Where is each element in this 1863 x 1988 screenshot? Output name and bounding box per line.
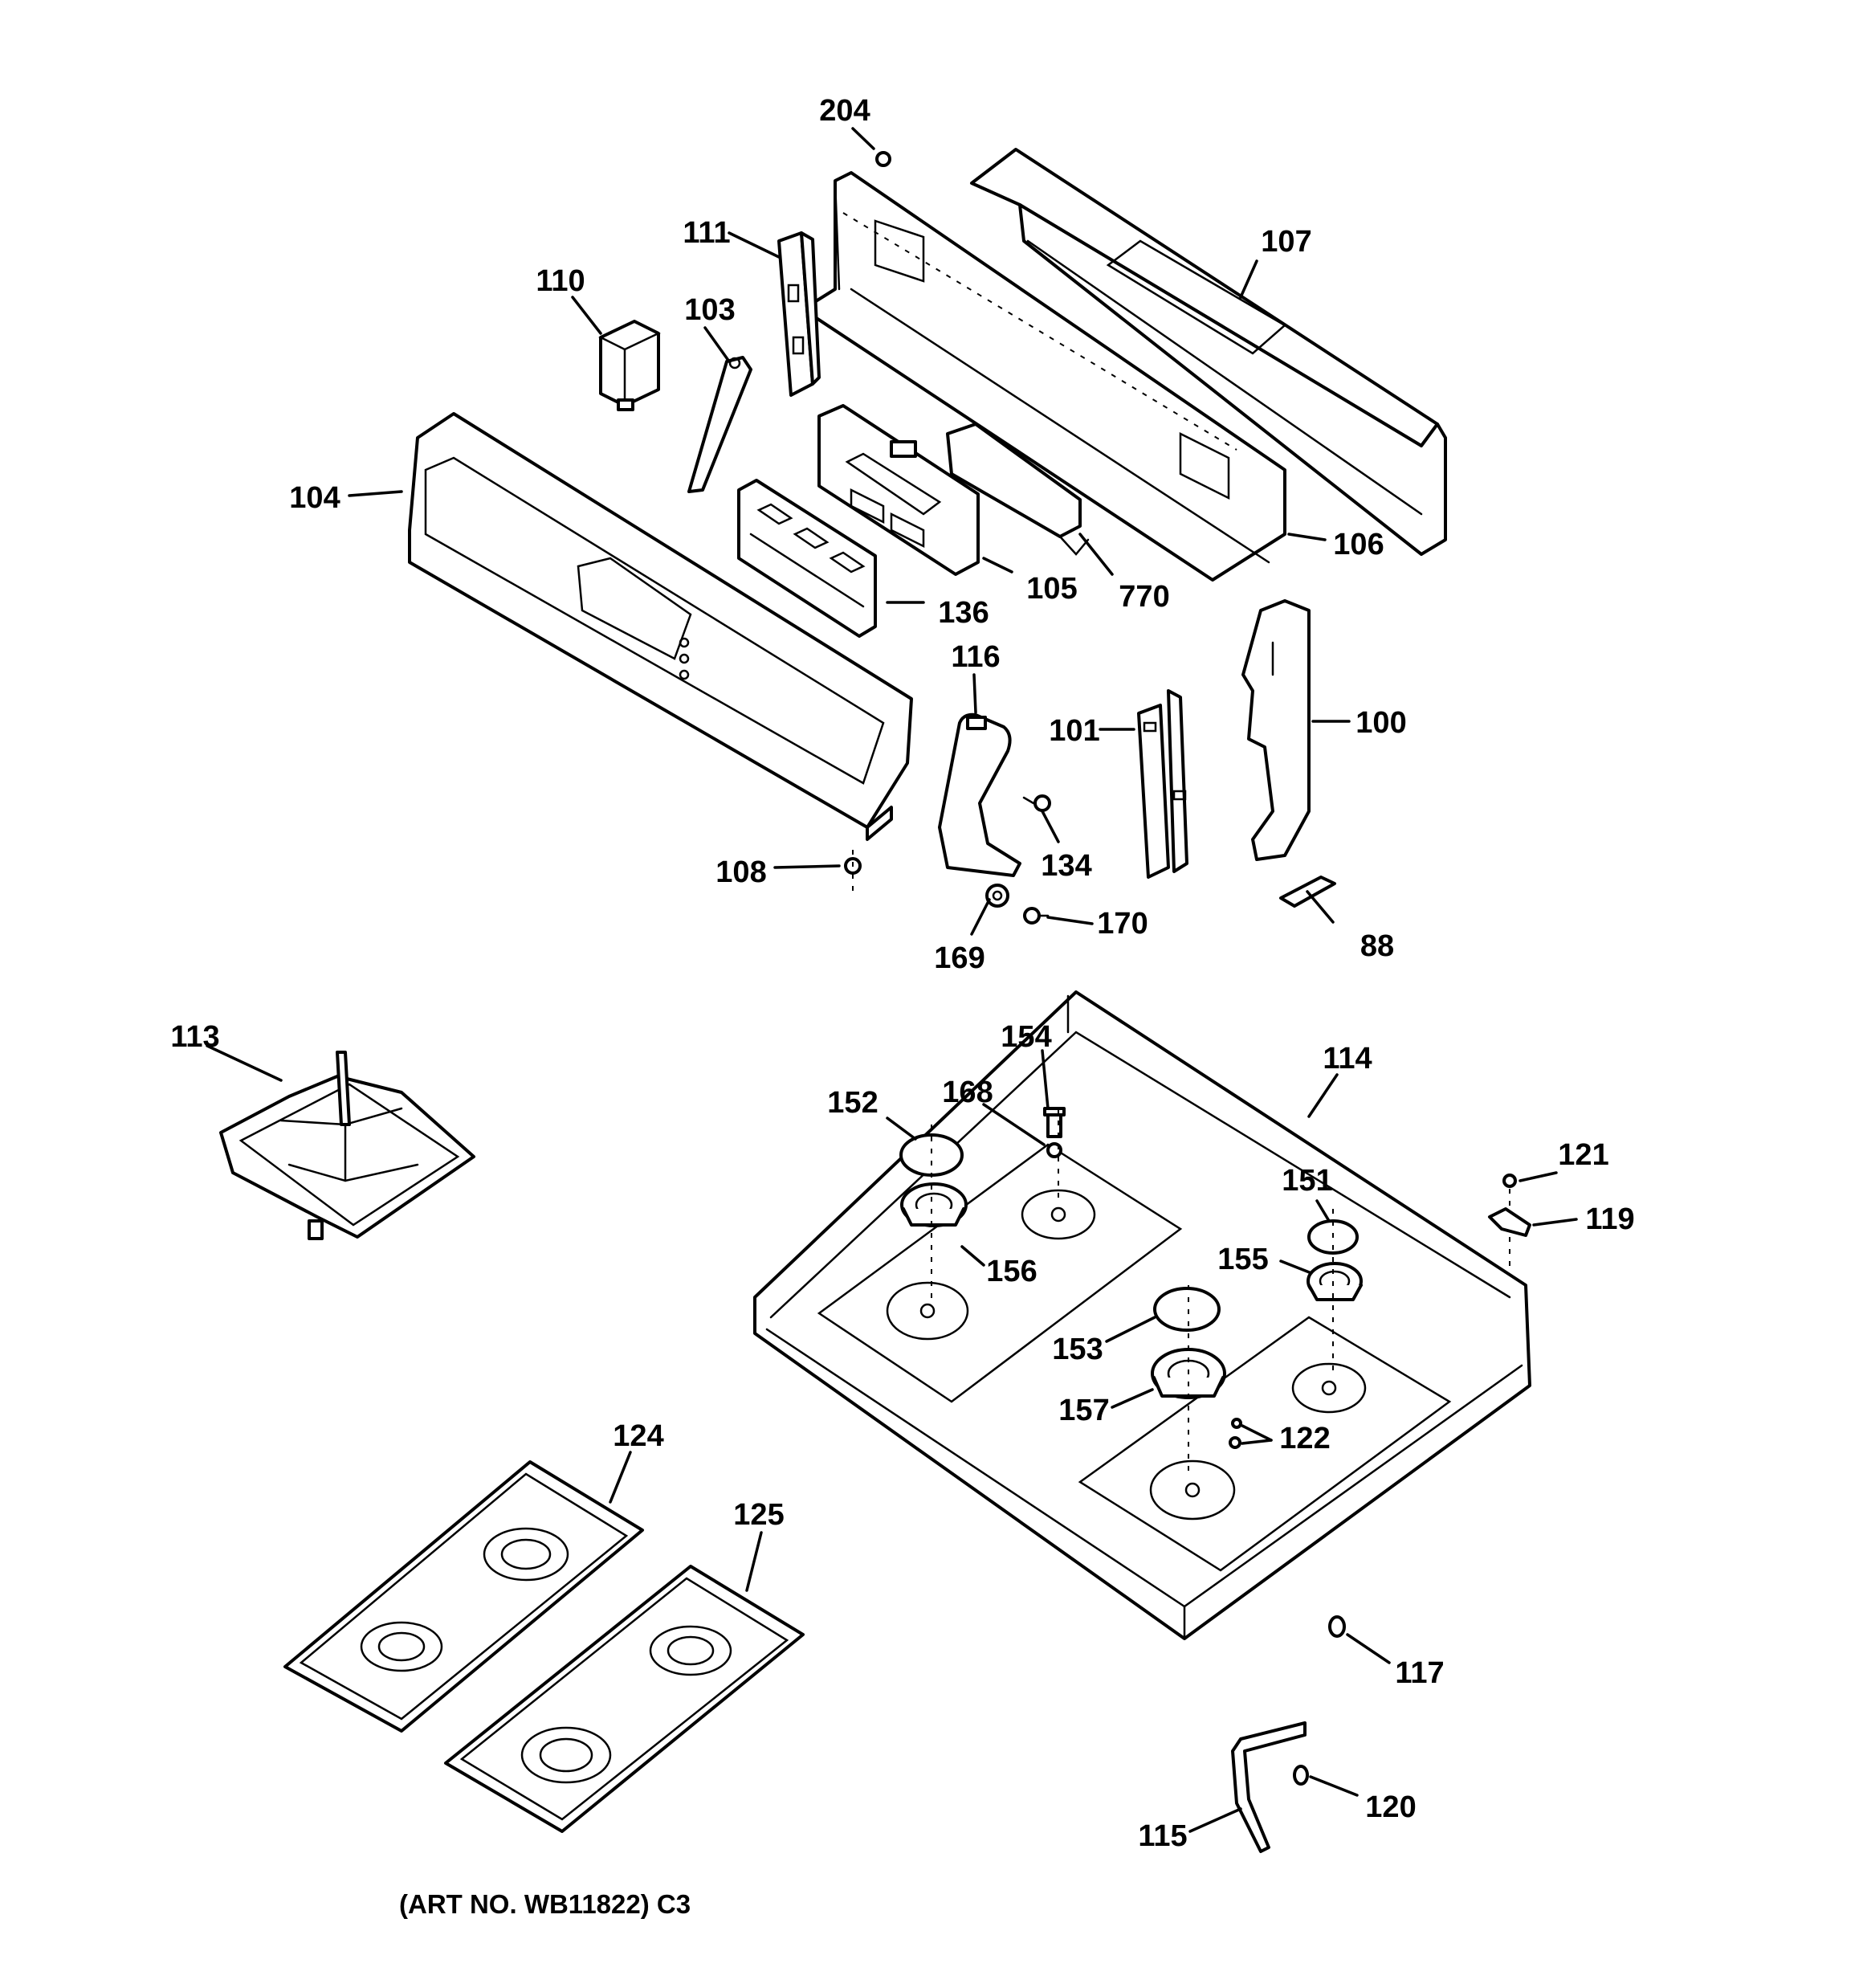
part-103-harness	[687, 356, 752, 493]
part-153-burner-cap	[1153, 1287, 1221, 1332]
callout-108: 108	[715, 855, 766, 889]
part-108-screw	[844, 850, 862, 892]
part-134-screw	[1022, 794, 1051, 812]
part-136-overlay	[737, 479, 877, 638]
alignment-lines	[931, 1108, 1334, 1478]
callout-770: 770	[1119, 580, 1169, 614]
part-117-nut	[1328, 1615, 1346, 1638]
callout-120: 120	[1365, 1790, 1416, 1824]
callout-116: 116	[951, 640, 1000, 674]
part-101-bracket	[1137, 689, 1188, 879]
part-107-top-cover	[970, 148, 1447, 556]
callout-100: 100	[1355, 706, 1406, 740]
part-105-control-board	[817, 404, 980, 576]
part-110-relay	[598, 320, 661, 411]
part-155-burner-head	[1307, 1262, 1363, 1301]
callout-114: 114	[1323, 1042, 1372, 1076]
callout-157: 157	[1058, 1394, 1109, 1427]
callout-153: 153	[1052, 1333, 1103, 1366]
callout-204: 204	[819, 94, 870, 128]
callout-105: 105	[1026, 572, 1077, 606]
callout-113: 113	[170, 1020, 219, 1054]
callout-107: 107	[1261, 225, 1311, 259]
callout-170: 170	[1097, 907, 1148, 941]
part-120-nut	[1293, 1765, 1309, 1786]
part-106-back-panel	[801, 171, 1286, 582]
part-119-bracket	[1488, 1207, 1531, 1237]
callout-136: 136	[938, 596, 989, 630]
callout-154: 154	[1001, 1020, 1051, 1054]
callout-104: 104	[289, 481, 340, 515]
part-169-washer	[985, 884, 1009, 908]
callout-111: 111	[683, 216, 730, 250]
callout-88: 88	[1360, 929, 1394, 963]
part-125-drip-pan	[444, 1565, 805, 1833]
callout-110: 110	[536, 264, 585, 298]
callout-106: 106	[1333, 528, 1384, 561]
callout-124: 124	[613, 1419, 663, 1453]
part-204-screw	[875, 151, 891, 167]
callout-152: 152	[827, 1086, 878, 1120]
callout-119: 119	[1585, 1202, 1634, 1236]
leader-lines	[206, 127, 1578, 1833]
callout-122: 122	[1279, 1422, 1330, 1455]
part-104-backsplash	[408, 412, 913, 841]
callout-169: 169	[934, 941, 984, 975]
part-121-screw	[1502, 1174, 1517, 1273]
part-115-tube	[1231, 1721, 1307, 1853]
part-100-side-trim	[1241, 599, 1311, 861]
part-111-bracket	[777, 231, 821, 397]
callout-125: 125	[733, 1498, 784, 1532]
callout-151: 151	[1282, 1164, 1332, 1198]
part-770-bracket	[946, 423, 1090, 556]
callout-156: 156	[986, 1255, 1037, 1288]
part-154-igniter	[1043, 1107, 1066, 1138]
callout-115: 115	[1138, 1819, 1187, 1853]
callout-121: 121	[1558, 1138, 1608, 1172]
part-170-screw	[1023, 907, 1050, 925]
callout-134: 134	[1041, 849, 1091, 883]
callout-labels: 204 111 107 110 103 104 106 105 770 136 …	[170, 94, 1634, 1853]
part-122-screws	[1229, 1418, 1242, 1449]
callout-168: 168	[942, 1076, 993, 1109]
callout-117: 117	[1395, 1656, 1444, 1690]
callout-103: 103	[684, 293, 735, 327]
callout-101: 101	[1049, 714, 1099, 748]
part-116-end-cap	[938, 712, 1021, 877]
part-156-burner-head	[900, 1182, 968, 1227]
art-number-caption: (ART NO. WB11822) C3	[399, 1889, 691, 1919]
part-124-drip-pan	[283, 1460, 644, 1733]
part-113-grate	[219, 1051, 475, 1240]
callout-155: 155	[1217, 1243, 1268, 1276]
